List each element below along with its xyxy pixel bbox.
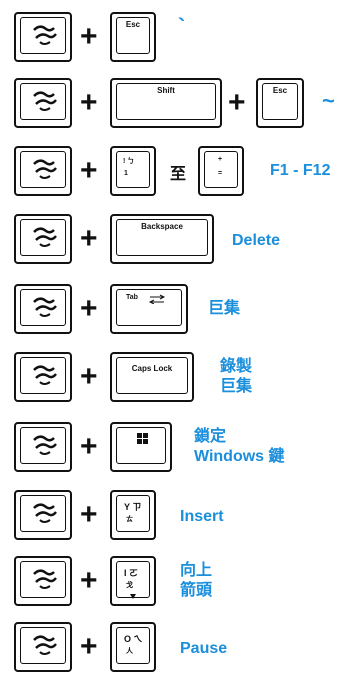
backspace-key[interactable]: Backspace — [110, 214, 214, 264]
result-text: 巨集 — [208, 300, 241, 317]
fn-key[interactable] — [14, 284, 72, 334]
plus-sign: + — [80, 498, 98, 531]
plus-sign: + — [80, 360, 98, 393]
result-text-line2: 巨集 — [220, 378, 253, 395]
shortcut-row-2: + Shift + Esc ~ — [0, 78, 340, 130]
result-text-line1: 向上 — [180, 562, 213, 579]
key-bottom-label: ㄊ — [126, 516, 133, 523]
result-text-line2: 箭頭 — [180, 582, 213, 599]
i-key[interactable]: I ㄛ 戈 — [110, 556, 156, 606]
fn-swirl-icon — [33, 569, 57, 589]
key-top-label: ! ㄅ — [123, 158, 135, 165]
windows-key[interactable] — [110, 422, 172, 472]
key-top-label: Y ㄗ — [124, 502, 142, 512]
fn-key[interactable] — [14, 490, 72, 540]
fn-swirl-icon — [33, 297, 57, 317]
equals-key[interactable]: + = — [198, 146, 244, 196]
key-label: Esc — [272, 86, 288, 95]
fn-swirl-icon — [33, 435, 57, 455]
key-label: Esc — [125, 20, 141, 29]
shortcut-row-4: + Backspace Delete — [0, 214, 340, 266]
result-text-line1: 鎖定 — [194, 428, 227, 445]
shortcut-row-1: + Esc ` — [0, 12, 340, 64]
plus-sign: + — [80, 86, 98, 119]
o-key[interactable]: O ㄟ 人 — [110, 622, 156, 672]
key-top-label: O ㄟ — [124, 634, 143, 644]
key-1[interactable]: ! ㄅ 1 — [110, 146, 156, 196]
fn-swirl-icon — [33, 25, 57, 45]
fn-swirl-icon — [33, 91, 57, 111]
result-text: Pause — [180, 640, 228, 657]
plus-sign: + — [80, 154, 98, 187]
fn-swirl-icon — [33, 159, 57, 179]
windows-logo-icon — [137, 433, 148, 444]
plus-sign: + — [80, 564, 98, 597]
shortcut-row-9: + I ㄛ 戈 向上 箭頭 — [0, 556, 340, 608]
key-bottom-label: = — [218, 170, 223, 177]
arrow-up-icon — [130, 594, 136, 599]
shortcut-row-6: + Caps Lock 錄製 巨集 — [0, 352, 340, 404]
result-text: F1 - F12 — [270, 162, 331, 179]
plus-sign: + — [228, 86, 246, 119]
esc-key[interactable]: Esc — [256, 78, 304, 128]
key-label: Caps Lock — [131, 364, 173, 373]
fn-key[interactable] — [14, 214, 72, 264]
shift-key[interactable]: Shift — [110, 78, 222, 128]
result-text: Insert — [180, 508, 224, 525]
key-label: Shift — [157, 86, 175, 95]
range-separator: 至 — [170, 166, 187, 183]
shortcut-row-8: + Y ㄗ ㄊ Insert — [0, 490, 340, 542]
key-label: Tab — [126, 294, 138, 301]
fn-key[interactable] — [14, 556, 72, 606]
key-bottom-label: 1 — [124, 170, 128, 177]
plus-sign: + — [80, 430, 98, 463]
fn-key[interactable] — [14, 352, 72, 402]
plus-sign: + — [80, 630, 98, 663]
key-label: Backspace — [141, 222, 183, 231]
plus-sign: + — [80, 20, 98, 53]
tab-arrows-icon — [148, 294, 166, 304]
fn-swirl-icon — [33, 365, 57, 385]
key-top-label: + — [218, 156, 223, 163]
shortcut-row-10: + O ㄟ 人 Pause — [0, 622, 340, 674]
tab-key[interactable]: Tab — [110, 284, 188, 334]
result-text-line2: Windows 鍵 — [194, 448, 285, 465]
caps-lock-key[interactable]: Caps Lock — [110, 352, 194, 402]
fn-key[interactable] — [14, 78, 72, 128]
fn-swirl-icon — [33, 635, 57, 655]
fn-swirl-icon — [33, 227, 57, 247]
fn-key[interactable] — [14, 622, 72, 672]
key-bottom-label: 戈 — [126, 582, 133, 589]
shortcut-row-3: + ! ㄅ 1 至 + = F1 - F12 — [0, 146, 340, 198]
esc-key[interactable]: Esc — [110, 12, 156, 62]
y-key[interactable]: Y ㄗ ㄊ — [110, 490, 156, 540]
key-top-label: I ㄛ — [124, 568, 139, 578]
plus-sign: + — [80, 292, 98, 325]
fn-key[interactable] — [14, 422, 72, 472]
shortcut-row-7: + 鎖定 Windows 鍵 — [0, 422, 340, 474]
key-bottom-label: 人 — [126, 648, 133, 655]
shortcut-row-5: + Tab 巨集 — [0, 284, 340, 336]
result-text: ~ — [322, 88, 335, 113]
result-text-line1: 錄製 — [220, 358, 253, 375]
result-text: Delete — [232, 232, 281, 249]
fn-key[interactable] — [14, 146, 72, 196]
result-text: ` — [178, 14, 186, 39]
fn-key[interactable] — [14, 12, 72, 62]
fn-swirl-icon — [33, 503, 57, 523]
plus-sign: + — [80, 222, 98, 255]
